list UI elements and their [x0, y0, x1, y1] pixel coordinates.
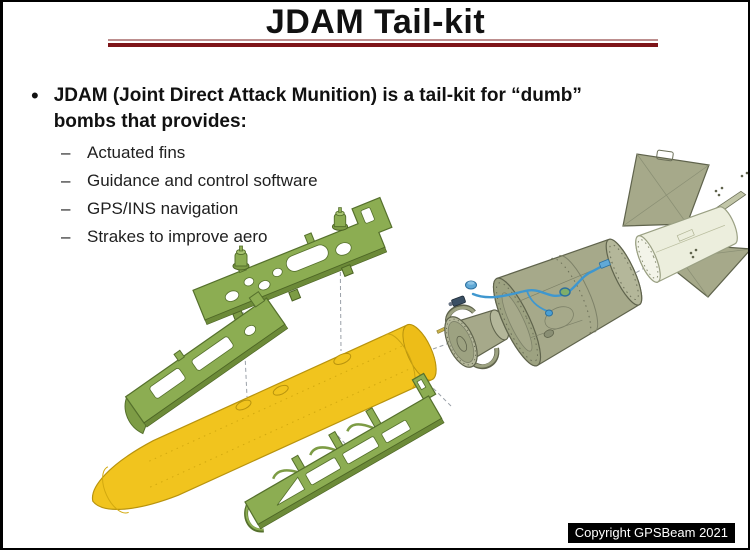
title-underline-dark: [108, 43, 658, 47]
wiring-harness: [448, 259, 611, 317]
bomb-aft-cap: [402, 324, 437, 381]
tail-actuator-section: [492, 238, 643, 367]
sub-bullet-text: GPS/INS navigation: [87, 199, 239, 218]
bullet-marker: •: [31, 83, 39, 108]
tail-fairing: [635, 190, 747, 283]
bomb-body: [91, 323, 437, 514]
mounting-lug-icon: [232, 245, 250, 271]
list-item: – Strakes to improve aero: [61, 227, 318, 246]
strake-panel-bottom: [244, 372, 445, 533]
list-item: – Guidance and control software: [61, 171, 318, 190]
dash-marker: –: [61, 143, 71, 162]
dash-marker: –: [61, 227, 71, 246]
sub-bullet-text: Actuated fins: [87, 143, 186, 162]
slide-title: JDAM Tail-kit: [265, 3, 486, 41]
sub-bullet-text: Guidance and control software: [87, 171, 318, 190]
collar-adapter: [444, 304, 510, 370]
title-underline: [108, 39, 658, 47]
strake-panel-top: [192, 196, 393, 326]
main-bullet: • JDAM (Joint Direct Attack Munition) is…: [31, 83, 614, 135]
mounting-lug-icon: [331, 207, 349, 231]
sub-bullet-text: Strakes to improve aero: [87, 227, 268, 246]
title-underline-light: [108, 39, 658, 41]
tail-fin-upper: [622, 149, 710, 227]
list-item: – Actuated fins: [61, 143, 318, 162]
fin-bolts-icon: [689, 171, 748, 259]
strake-panel-side: [124, 290, 289, 435]
main-bullet-text: JDAM (Joint Direct Attack Munition) is a…: [53, 85, 582, 132]
dash-marker: –: [61, 199, 71, 218]
dash-marker: –: [61, 171, 71, 190]
list-item: – GPS/INS navigation: [61, 199, 318, 218]
jdam-exploded-diagram: [91, 149, 748, 533]
sub-bullet-list: – Actuated fins – Guidance and control s…: [61, 143, 318, 255]
copyright-badge: Copyright GPSBeam 2021: [567, 523, 735, 543]
